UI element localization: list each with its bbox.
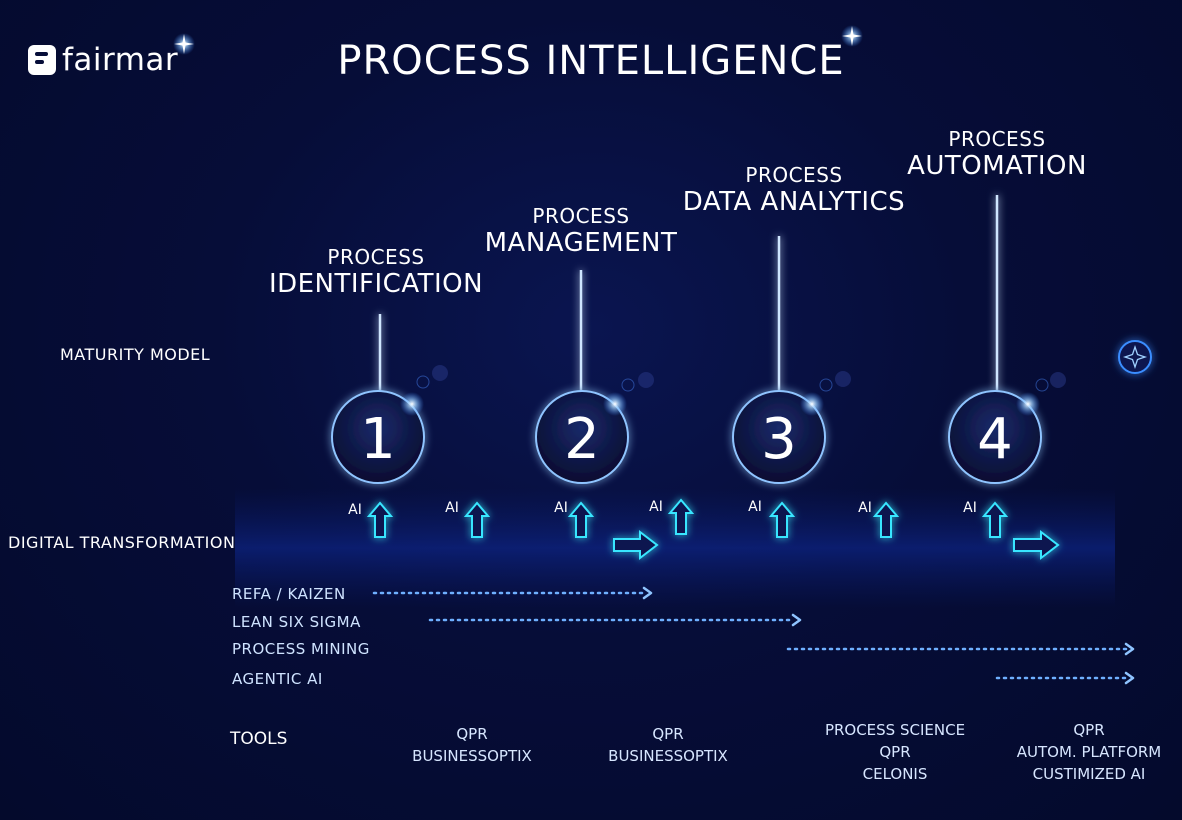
tool-name: QPR [1073, 721, 1105, 739]
stage-heading-2: PROCESS MANAGEMENT [451, 204, 711, 258]
brand-logo: fairmar [28, 42, 178, 78]
tool-name: BUSINESSOPTIX [412, 747, 532, 765]
stage-circle-4: 4 [948, 372, 1066, 484]
up-arrow-icon [872, 501, 900, 538]
stage-4-line1: PROCESS [948, 127, 1046, 151]
up-arrow-icon [768, 501, 796, 538]
method-arrowhead [1124, 671, 1135, 685]
tool-group-4: QPR AUTOM. PLATFORM CUSTIMIZED AI [999, 719, 1179, 785]
ai-label: AI [649, 499, 663, 515]
tool-group-2: QPR BUSINESSOPTIX [578, 723, 758, 767]
stage-2-line2: MANAGEMENT [484, 228, 678, 258]
stage-circle-2: 2 [535, 372, 654, 484]
stage-number-3: 3 [761, 407, 797, 472]
tool-name: CUSTIMIZED AI [1032, 765, 1146, 783]
star-sparkle-icon [841, 25, 863, 47]
method-arrowhead [642, 586, 653, 600]
up-arrow-icon [463, 501, 491, 538]
star-sparkle-icon [173, 33, 195, 55]
tools-label: TOOLS [230, 729, 288, 749]
method-arrowhead [791, 613, 802, 627]
right-arrow-icon [613, 529, 659, 561]
up-arrow-icon [567, 501, 595, 538]
right-arrow-icon [1013, 529, 1060, 561]
ai-label: AI [554, 500, 568, 516]
up-arrow-icon [667, 498, 695, 535]
digital-transformation-label: DIGITAL TRANSFORMATION [8, 533, 236, 552]
tool-group-3: PROCESS SCIENCE QPR CELONIS [805, 719, 985, 785]
tool-name: PROCESS SCIENCE [824, 721, 966, 739]
up-arrow-icon [981, 501, 1009, 538]
logo-text: fairmar [62, 42, 179, 78]
page-title: PROCESS INTELLIGENCE [337, 38, 845, 84]
stage-heading-1: PROCESS IDENTIFICATION [246, 245, 506, 299]
tool-name: QPR [652, 725, 684, 743]
stage-heading-4: PROCESS AUTOMATION [867, 127, 1127, 181]
method-refa-kaizen: REFA / KAIZEN [232, 585, 346, 603]
stage-3-line2: DATA ANALYTICS [682, 187, 906, 217]
tool-name: AUTOM. PLATFORM [1016, 743, 1162, 761]
method-arrowhead [1124, 642, 1135, 656]
up-arrow-icon [366, 501, 394, 538]
method-lean-six-sigma: LEAN SIX SIGMA [232, 613, 361, 631]
maturity-model-label: MATURITY MODEL [60, 345, 211, 364]
ai-label: AI [348, 502, 362, 518]
tool-group-1: QPR BUSINESSOPTIX [382, 723, 562, 767]
ai-label: AI [445, 500, 459, 516]
ai-label: AI [858, 500, 872, 516]
stage-1-line2: IDENTIFICATION [268, 269, 484, 299]
stage-3-line1: PROCESS [745, 163, 843, 187]
stage-1-line1: PROCESS [327, 245, 425, 269]
fairmar-logo-icon [28, 45, 56, 75]
method-process-mining: PROCESS MINING [232, 640, 370, 658]
tool-name: CELONIS [862, 765, 928, 783]
stage-2-line1: PROCESS [532, 204, 630, 228]
compass-star-icon [1118, 340, 1152, 374]
stage-number-2: 2 [564, 407, 600, 472]
stage-4-line2: AUTOMATION [907, 151, 1087, 181]
tool-name: QPR [879, 743, 911, 761]
ai-label: AI [963, 500, 977, 516]
tool-name: BUSINESSOPTIX [608, 747, 728, 765]
stage-number-1: 1 [360, 407, 396, 472]
tool-name: QPR [456, 725, 488, 743]
stage-number-4: 4 [977, 407, 1013, 472]
method-agentic-ai: AGENTIC AI [232, 670, 323, 688]
stage-circle-3: 3 [732, 371, 851, 484]
stage-circle-1: 1 [331, 365, 448, 484]
stage-heading-3: PROCESS DATA ANALYTICS [664, 163, 924, 217]
ai-label: AI [748, 499, 762, 515]
